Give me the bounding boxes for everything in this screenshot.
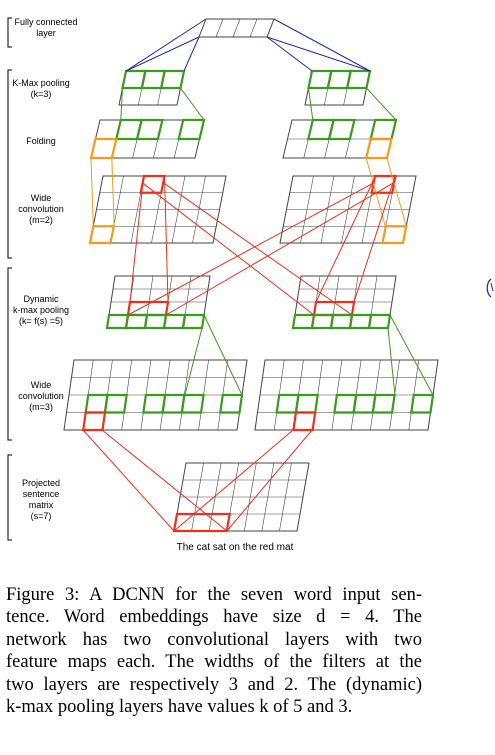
red-connection	[315, 175, 376, 303]
wide-conv-top-left	[89, 175, 227, 244]
conv-red-cell	[370, 174, 397, 194]
blue-connection	[266, 36, 313, 72]
red-cross-connection	[165, 182, 395, 316]
folding-selected-cell	[327, 118, 356, 141]
green-connection	[387, 327, 396, 396]
orange-connection	[111, 157, 115, 227]
folding-orange-cell	[89, 137, 118, 160]
blue-connection	[125, 18, 207, 72]
conv-bottom-green-cell	[103, 393, 128, 414]
grid-line	[232, 18, 241, 38]
blue-connection	[266, 36, 371, 72]
input-sentence: The cat sat on the red mat	[176, 542, 294, 553]
green-connection	[366, 87, 397, 121]
blue-connection	[273, 18, 371, 72]
label-kmax-pooling: K-Max pooling (k=3)	[12, 78, 70, 99]
red-cross-connection	[162, 182, 353, 316]
red-connection	[101, 429, 228, 532]
caption-line: k-max pooling layers have values k of 5 …	[6, 696, 353, 717]
green-connection	[389, 314, 434, 396]
layer-brackets	[7, 17, 12, 541]
green-connection	[308, 87, 314, 121]
fully-connected-layer	[198, 18, 275, 38]
red-cross-connection	[141, 182, 315, 316]
red-cross-connection	[127, 182, 375, 316]
label-folding: Folding	[26, 136, 56, 146]
conv-bottom-red-cell	[292, 411, 317, 432]
caption-line: Figure 3: A DCNN for the seven word inpu…	[6, 585, 422, 605]
red-connection	[226, 429, 313, 532]
caption-line: tence. Word embeddings have size d = 4. …	[6, 607, 422, 628]
orange-connection	[90, 157, 94, 227]
label-fully-connected: Fully connected layer	[14, 17, 78, 38]
label-wide-convolution-bottom: Wide convolution (m=3)	[18, 380, 64, 412]
conv-bottom-red-cell	[81, 411, 107, 432]
red-connection	[173, 429, 294, 532]
folding-selected-cell	[135, 118, 164, 141]
green-connection	[184, 327, 203, 396]
figure-caption: Figure 3: A DCNN for the seven word inpu…	[6, 584, 422, 718]
grid-line	[249, 18, 258, 38]
caption-line: network has two convolutional layers wit…	[6, 629, 422, 650]
orange-connection	[386, 157, 407, 227]
label-dynamic-kmax-pooling: Dynamic k-max pooling (k= f(s) =5)	[12, 294, 70, 326]
layer-grids	[63, 18, 439, 533]
blue-connection	[183, 36, 200, 72]
green-connection	[203, 314, 243, 396]
folding-orange-cell	[364, 137, 393, 160]
red-connection	[353, 175, 396, 303]
caption-line: two layers are respectively 3 and 2. The…	[6, 674, 422, 695]
connection-lines	[82, 18, 434, 532]
margin-mark-icon	[486, 278, 494, 298]
green-connection	[120, 87, 123, 121]
red-connection	[129, 175, 145, 303]
green-connection	[180, 87, 205, 121]
dcnn-diagram	[7, 17, 439, 541]
caption-line: feature maps each. The widths of the fil…	[6, 652, 422, 673]
red-connection	[164, 175, 169, 303]
label-wide-convolution-top: Wide convolution (m=2)	[18, 193, 64, 225]
red-connection	[82, 429, 175, 532]
blue-connection	[125, 36, 200, 72]
label-projected-sentence-matrix: Projected sentence matrix (s=7)	[21, 478, 61, 521]
grid-line	[215, 18, 224, 38]
projected-red-filter	[172, 512, 232, 533]
conv-bottom-green-cell	[180, 393, 205, 414]
